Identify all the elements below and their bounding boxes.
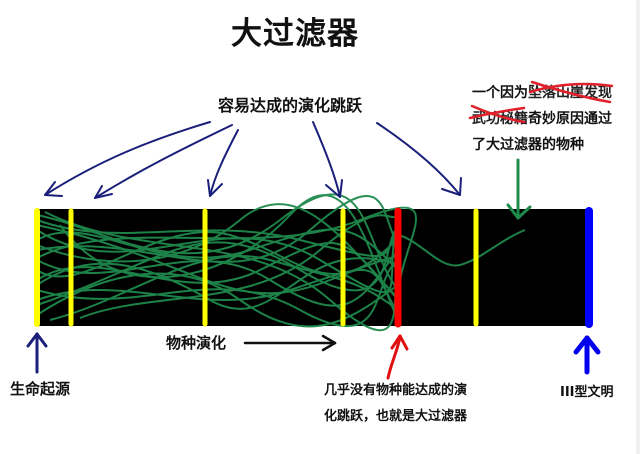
great-filter-line-1: 几乎没有物种能达成的演 [324,383,468,398]
easy-jump-arrows [44,121,462,199]
type3-civ-label: III型文明 [560,385,614,400]
evolution-arrow [243,334,337,352]
origin-of-life-label: 生命起源 [10,380,71,398]
easy-jumps-label: 容易达成的演化跳跃 [218,96,363,115]
great-filter-label: 几乎没有物种能达成的演 化跳跃，也就是大过滤器 [324,378,467,430]
great-filter-line-2: 化跳跃，也就是大过滤器 [324,409,468,424]
species-lines [36,193,526,332]
timeline-markers [34,207,593,328]
note-line-3: 了大过滤器的物种 [472,137,584,153]
lucky-species-note: 一个因为坠落山崖发现 武功秘籍奇妙原因通过 了大过滤器的物种 [472,80,612,158]
right-border [636,0,640,454]
great-filter-arrow [386,334,409,380]
strike-marks [468,80,614,124]
lucky-species-arrow [506,158,532,220]
type3-arrow [573,335,601,375]
species-evolution-label: 物种演化 [166,334,227,352]
origin-arrow [26,332,48,374]
diagram-title: 大过滤器 [231,16,359,52]
